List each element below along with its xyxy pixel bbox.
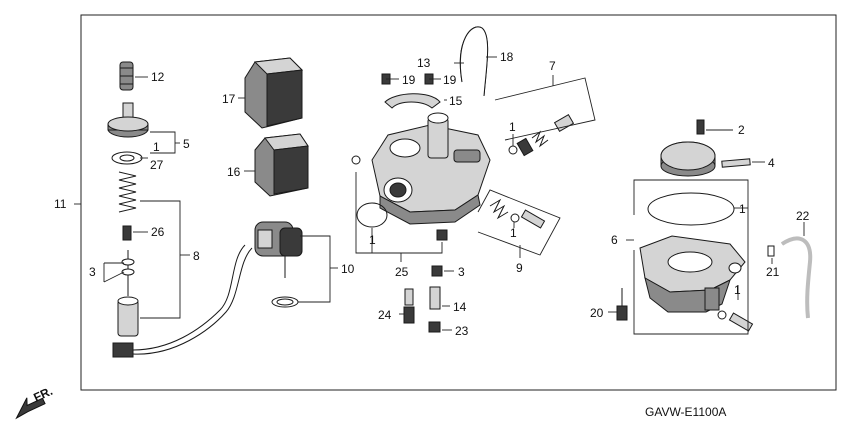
callout-17: 17 (222, 92, 236, 106)
front-direction-arrow: FR. (15, 384, 55, 420)
part-20-screw (616, 288, 628, 321)
part-16-cover (254, 133, 309, 197)
callout-8: 8 (193, 249, 200, 263)
callout-7: 7 (549, 59, 556, 73)
callout-4: 4 (768, 156, 775, 170)
callout-1c: 1 (369, 233, 376, 247)
callout-9: 9 (516, 261, 523, 275)
callout-15: 15 (449, 94, 463, 108)
part-17-cover (244, 57, 304, 129)
part-24-screw (403, 288, 415, 324)
callout-24: 24 (378, 308, 392, 322)
callout-19b: 19 (443, 73, 457, 87)
part-15-bracket (384, 93, 441, 109)
part-27-ring (111, 151, 143, 165)
callout-26: 26 (151, 225, 165, 239)
callout-5: 5 (183, 137, 190, 151)
part-10-auto-choke (254, 221, 303, 308)
part-8-piston (117, 296, 139, 337)
callout-23: 23 (455, 324, 469, 338)
callout-27: 27 (150, 158, 164, 172)
callout-2: 2 (738, 123, 745, 137)
part-8-spring (118, 171, 137, 213)
part-22-hose (780, 236, 813, 319)
part-21-clip (767, 245, 775, 257)
callout-1e: 1 (739, 202, 746, 216)
callout-12: 12 (151, 70, 165, 84)
part-1-drain-screw (717, 310, 754, 332)
callout-labels: 12 1 5 27 26 8 3 11 17 16 10 13 18 19 19… (54, 50, 810, 338)
part-3-needle (121, 250, 135, 296)
callout-6: 6 (611, 233, 618, 247)
callout-14: 14 (453, 300, 467, 314)
callout-1: 1 (153, 140, 160, 154)
callout-18: 18 (500, 50, 514, 64)
part-14-jet (429, 286, 441, 310)
callout-19: 19 (402, 73, 416, 87)
callout-1b: 1 (509, 120, 516, 134)
callout-10: 10 (341, 262, 355, 276)
callout-1d: 1 (510, 226, 517, 240)
part-18-hose (460, 26, 489, 97)
callout-1f: 1 (734, 283, 741, 297)
carburetor-body (351, 112, 491, 225)
diagram-code: GAVW-E1100A (645, 405, 726, 419)
part-5-top-nut (107, 102, 149, 138)
callout-22: 22 (796, 209, 810, 223)
direction-label: FR. (31, 384, 54, 405)
part-9-pilot-screw (489, 198, 546, 229)
diagram-frame (80, 14, 837, 391)
callout-21: 21 (766, 265, 780, 279)
part-26-clip (122, 225, 132, 241)
callout-13: 13 (417, 56, 431, 70)
part-2-float-needle (696, 119, 705, 135)
callout-16: 16 (227, 165, 241, 179)
part-10-wire-connector (112, 244, 253, 358)
part-7-screw-kit (508, 113, 575, 157)
part-12-cap (119, 61, 134, 91)
callout-11: 11 (54, 197, 67, 211)
callout-3b: 3 (458, 265, 465, 279)
part-4-float (660, 141, 751, 177)
part-23-nut (428, 321, 441, 333)
part-6-float-chamber (639, 192, 746, 313)
callout-3: 3 (89, 265, 96, 279)
callout-20: 20 (590, 306, 604, 320)
callout-25: 25 (395, 265, 409, 279)
part-1-oring-body (356, 202, 448, 241)
part-3-jet (431, 265, 443, 277)
